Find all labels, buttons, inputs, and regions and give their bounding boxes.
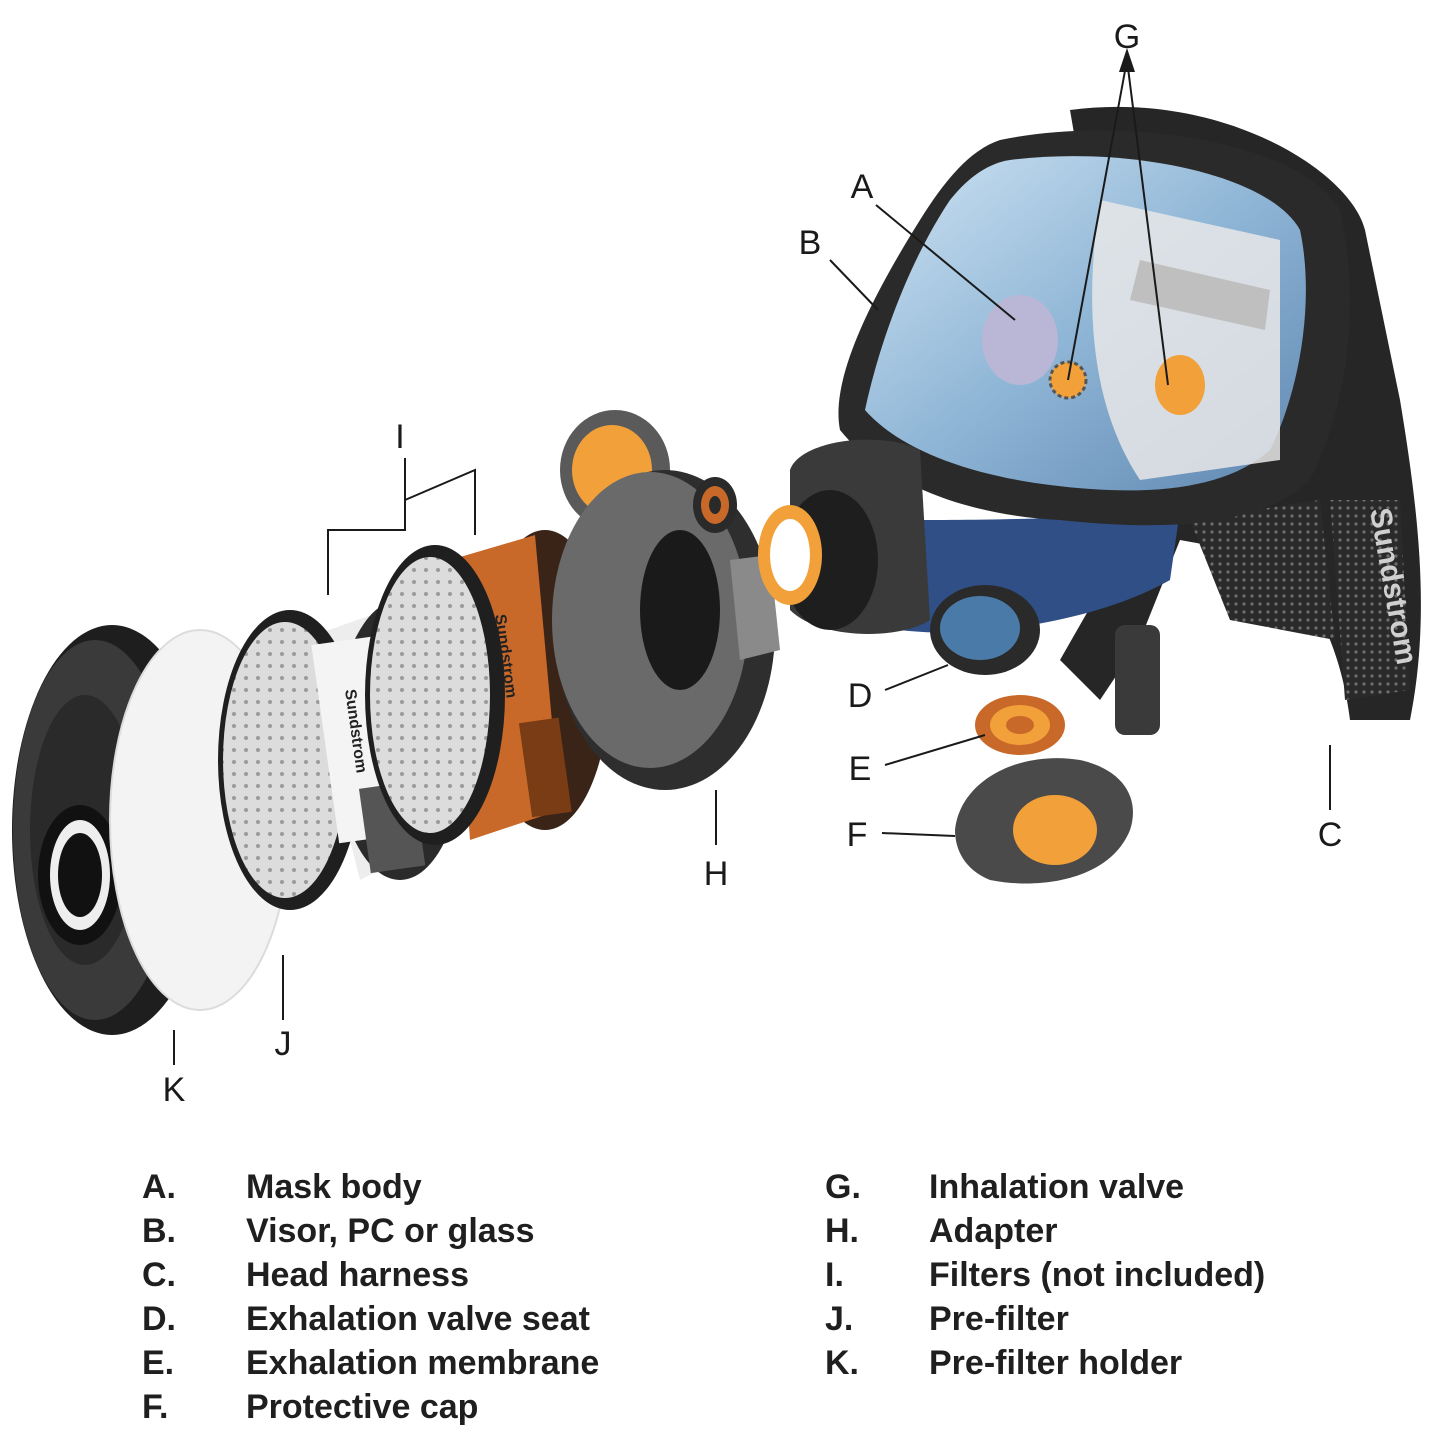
legend-item: I. Filters (not included) xyxy=(825,1253,1265,1297)
legend-text: Filters (not included) xyxy=(929,1256,1266,1294)
legend-text: Pre-filter holder xyxy=(929,1344,1183,1382)
legend-item: F. Protective cap xyxy=(142,1385,599,1429)
legend-letter: D. xyxy=(142,1300,176,1338)
mask: Sundstrom xyxy=(758,106,1423,884)
legend-left-column: A. Mask body B. Visor, PC or glass C. Head … xyxy=(142,1165,599,1429)
legend-item: E. Exhalation membrane xyxy=(142,1341,599,1385)
callout-a: A xyxy=(851,168,874,206)
legend-item: J. Pre-filter xyxy=(825,1297,1265,1341)
legend-text: Exhalation valve seat xyxy=(246,1300,590,1338)
legend-text: Pre-filter xyxy=(929,1300,1069,1338)
callout-j: J xyxy=(275,1025,292,1063)
adapter xyxy=(552,410,780,790)
legend-text: Protective cap xyxy=(246,1388,479,1426)
legend-letter: B. xyxy=(142,1212,176,1250)
callout-i: I xyxy=(395,418,404,456)
legend-letter: J. xyxy=(825,1300,854,1338)
callout-d: D xyxy=(848,677,873,715)
legend-right-column: G. Inhalation valve H. Adapter I. Filters (… xyxy=(825,1165,1265,1385)
leader-lines xyxy=(173,48,1331,1065)
legend-letter: E. xyxy=(142,1344,175,1382)
callout-c: C xyxy=(1318,816,1343,854)
legend-item: B. Visor, PC or glass xyxy=(142,1209,599,1253)
legend-letter: F. xyxy=(142,1388,169,1426)
callout-labels: G A B I D E F C H J K xyxy=(163,18,1343,1109)
legend-letter: C. xyxy=(142,1256,176,1294)
legend-text: Inhalation valve xyxy=(929,1168,1185,1206)
legend-item: D. Exhalation valve seat xyxy=(142,1297,599,1341)
legend-item: H. Adapter xyxy=(825,1209,1265,1253)
legend-letter: H. xyxy=(825,1212,859,1250)
legend-item: K. Pre-filter holder xyxy=(825,1341,1265,1385)
legend-text: Exhalation membrane xyxy=(246,1344,600,1382)
legend-item: C. Head harness xyxy=(142,1253,599,1297)
parts-legend: A. Mask body B. Visor, PC or glass C. Head … xyxy=(0,1165,1445,1435)
respirator-exploded-diagram: Sundstrom Sundstrom Sundstrom xyxy=(12,18,1423,1109)
legend-letter: G. xyxy=(825,1168,861,1206)
legend-item: G. Inhalation valve xyxy=(825,1165,1265,1209)
callout-k: K xyxy=(163,1071,186,1109)
callout-h: H xyxy=(704,855,729,893)
legend-letter: K. xyxy=(825,1344,859,1382)
legend-text: Adapter xyxy=(929,1212,1058,1250)
legend-text: Visor, PC or glass xyxy=(246,1212,535,1250)
legend-letter: A. xyxy=(142,1168,176,1206)
legend-item: A. Mask body xyxy=(142,1165,599,1209)
legend-text: Head harness xyxy=(246,1256,469,1294)
callout-f: F xyxy=(847,816,868,854)
callout-e: E xyxy=(849,750,872,788)
legend-letter: I. xyxy=(825,1256,844,1294)
legend-text: Mask body xyxy=(246,1168,422,1206)
callout-b: B xyxy=(799,224,822,262)
callout-g: G xyxy=(1114,18,1140,56)
